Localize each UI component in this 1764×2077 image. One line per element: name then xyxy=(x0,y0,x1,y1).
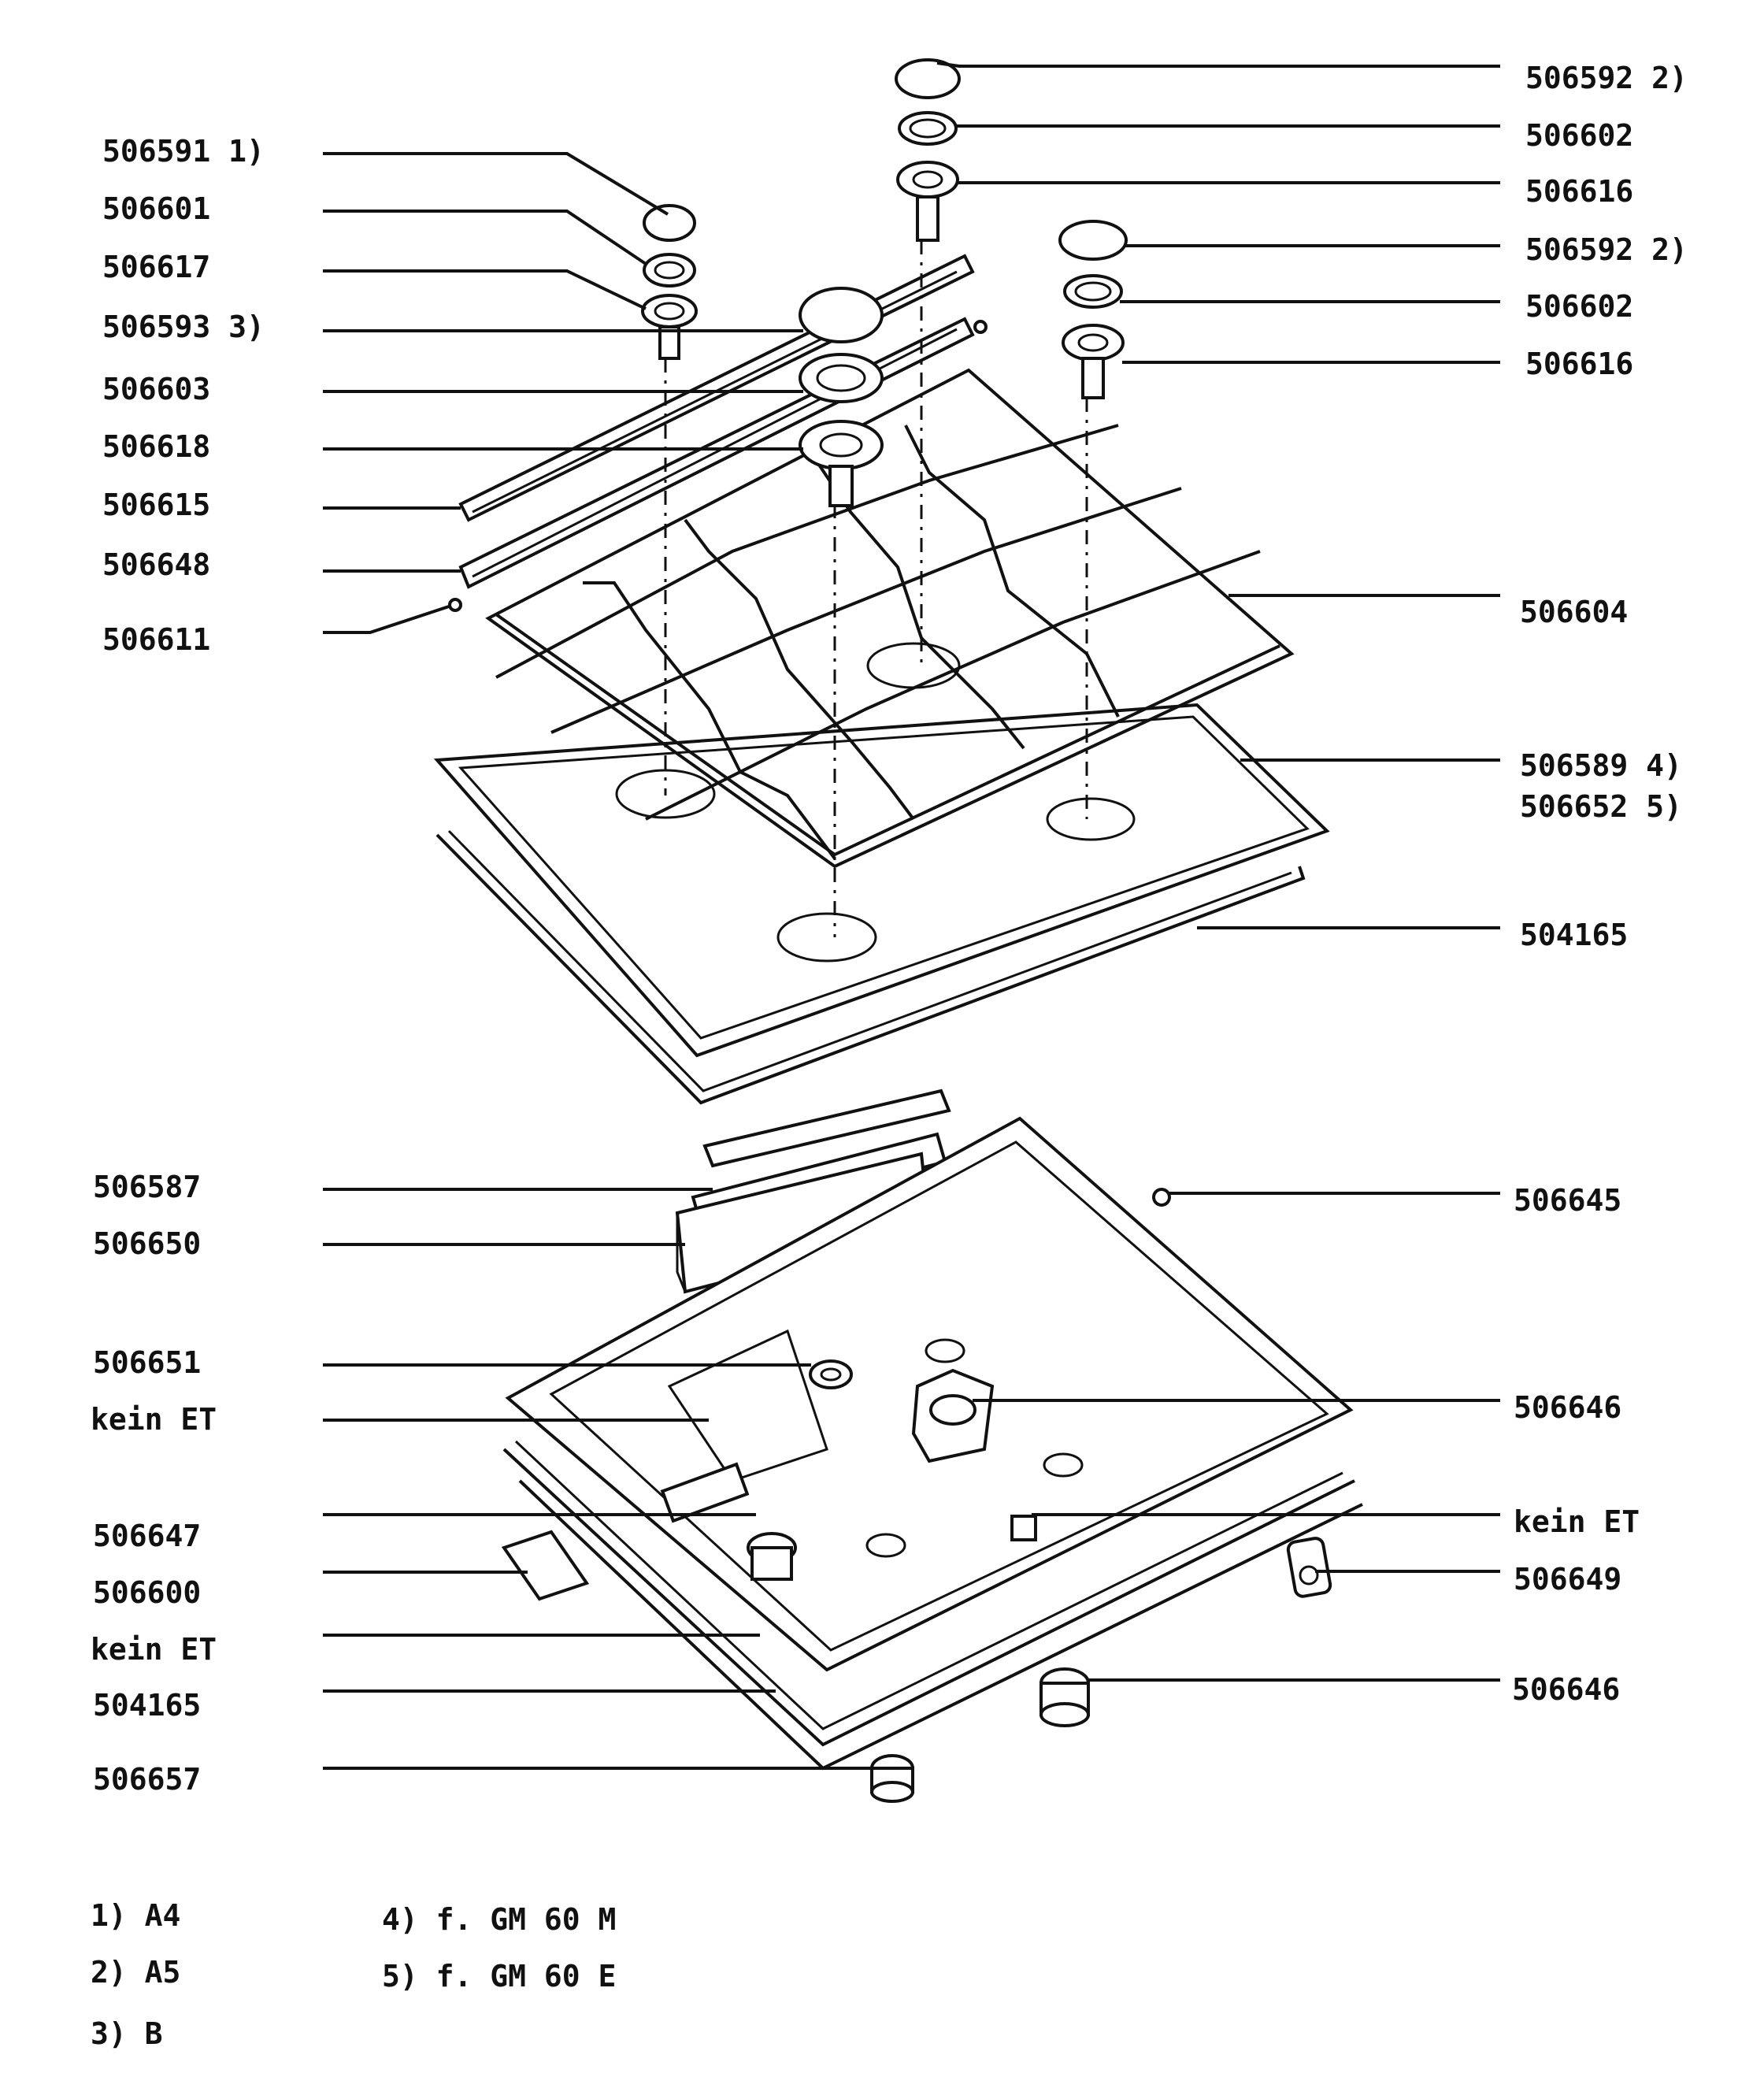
left-label: kein ET xyxy=(91,1402,217,1437)
left-label: 506611 xyxy=(102,622,210,657)
left-label: 506591 1) xyxy=(102,134,265,169)
right-label: 506602 xyxy=(1525,118,1633,153)
right-label: 506652 5) xyxy=(1520,789,1682,824)
left-label: 506651 xyxy=(93,1345,201,1380)
right-label: 504165 xyxy=(1520,918,1628,952)
right-part-labels: 506592 2) 506602 506616 506592 2) 506602… xyxy=(1512,61,1688,1707)
left-label: 506617 xyxy=(102,250,210,284)
large-burner-stack xyxy=(799,287,884,507)
foot-right xyxy=(1040,1667,1090,1727)
top-gasket xyxy=(435,833,1306,1105)
right-burner-stack xyxy=(1058,220,1128,399)
bottom-gasket xyxy=(502,1448,1355,1747)
lower-assembly xyxy=(501,1089,1363,1803)
small-burner-stack xyxy=(641,204,698,360)
left-label: kein ET xyxy=(91,1632,217,1667)
left-label: 506650 xyxy=(93,1226,201,1261)
left-part-labels: 506591 1) 506601 506617 506593 3) 506603… xyxy=(91,134,265,1797)
right-label: kein ET xyxy=(1514,1504,1640,1539)
left-label: 504165 xyxy=(93,1688,201,1723)
upper-assembly xyxy=(433,58,1330,1105)
footnote: 4) f. GM 60 M xyxy=(382,1902,616,1937)
left-label: 506593 3) xyxy=(102,310,265,344)
footnotes: 1) A4 2) A5 3) B 4) f. GM 60 M 5) f. GM … xyxy=(91,1898,616,2051)
left-label: 506657 xyxy=(93,1762,201,1797)
right-label: 506589 4) xyxy=(1520,748,1682,783)
side-bracket xyxy=(501,1530,590,1601)
left-label: 506647 xyxy=(93,1519,201,1553)
leader-lines xyxy=(323,61,1500,1770)
footnote: 5) f. GM 60 E xyxy=(382,1959,616,1994)
left-label: 506618 xyxy=(102,429,210,464)
right-label: 506602 xyxy=(1525,289,1633,324)
right-label: 506616 xyxy=(1525,174,1633,209)
left-label: 506615 xyxy=(102,488,210,522)
right-label: 506604 xyxy=(1520,595,1628,629)
footnote: 3) B xyxy=(91,2016,163,2051)
left-label: 506603 xyxy=(102,372,210,406)
footnote: 2) A5 xyxy=(91,1955,180,1990)
right-label: 506592 2) xyxy=(1525,61,1688,95)
foot-bottom xyxy=(870,1754,914,1803)
left-label: 506648 xyxy=(102,547,210,582)
footnote: 1) A4 xyxy=(91,1898,180,1933)
hob-top-plate xyxy=(433,703,1330,1058)
rail-strips xyxy=(448,254,988,612)
connector-plate xyxy=(702,1089,951,1168)
right-label: 506646 xyxy=(1514,1390,1621,1425)
left-label: 506587 xyxy=(93,1170,201,1204)
left-label: 506601 xyxy=(102,191,210,226)
screw-part xyxy=(1152,1188,1171,1207)
right-label: 506649 xyxy=(1514,1562,1621,1597)
right-label: 506616 xyxy=(1525,347,1633,381)
left-label: 506600 xyxy=(93,1575,201,1610)
right-label: 506592 2) xyxy=(1525,232,1688,267)
right-label: 506646 xyxy=(1512,1672,1620,1707)
right-label: 506645 xyxy=(1514,1183,1621,1218)
clip-part xyxy=(1286,1537,1332,1598)
top-burner-stack xyxy=(895,58,961,242)
